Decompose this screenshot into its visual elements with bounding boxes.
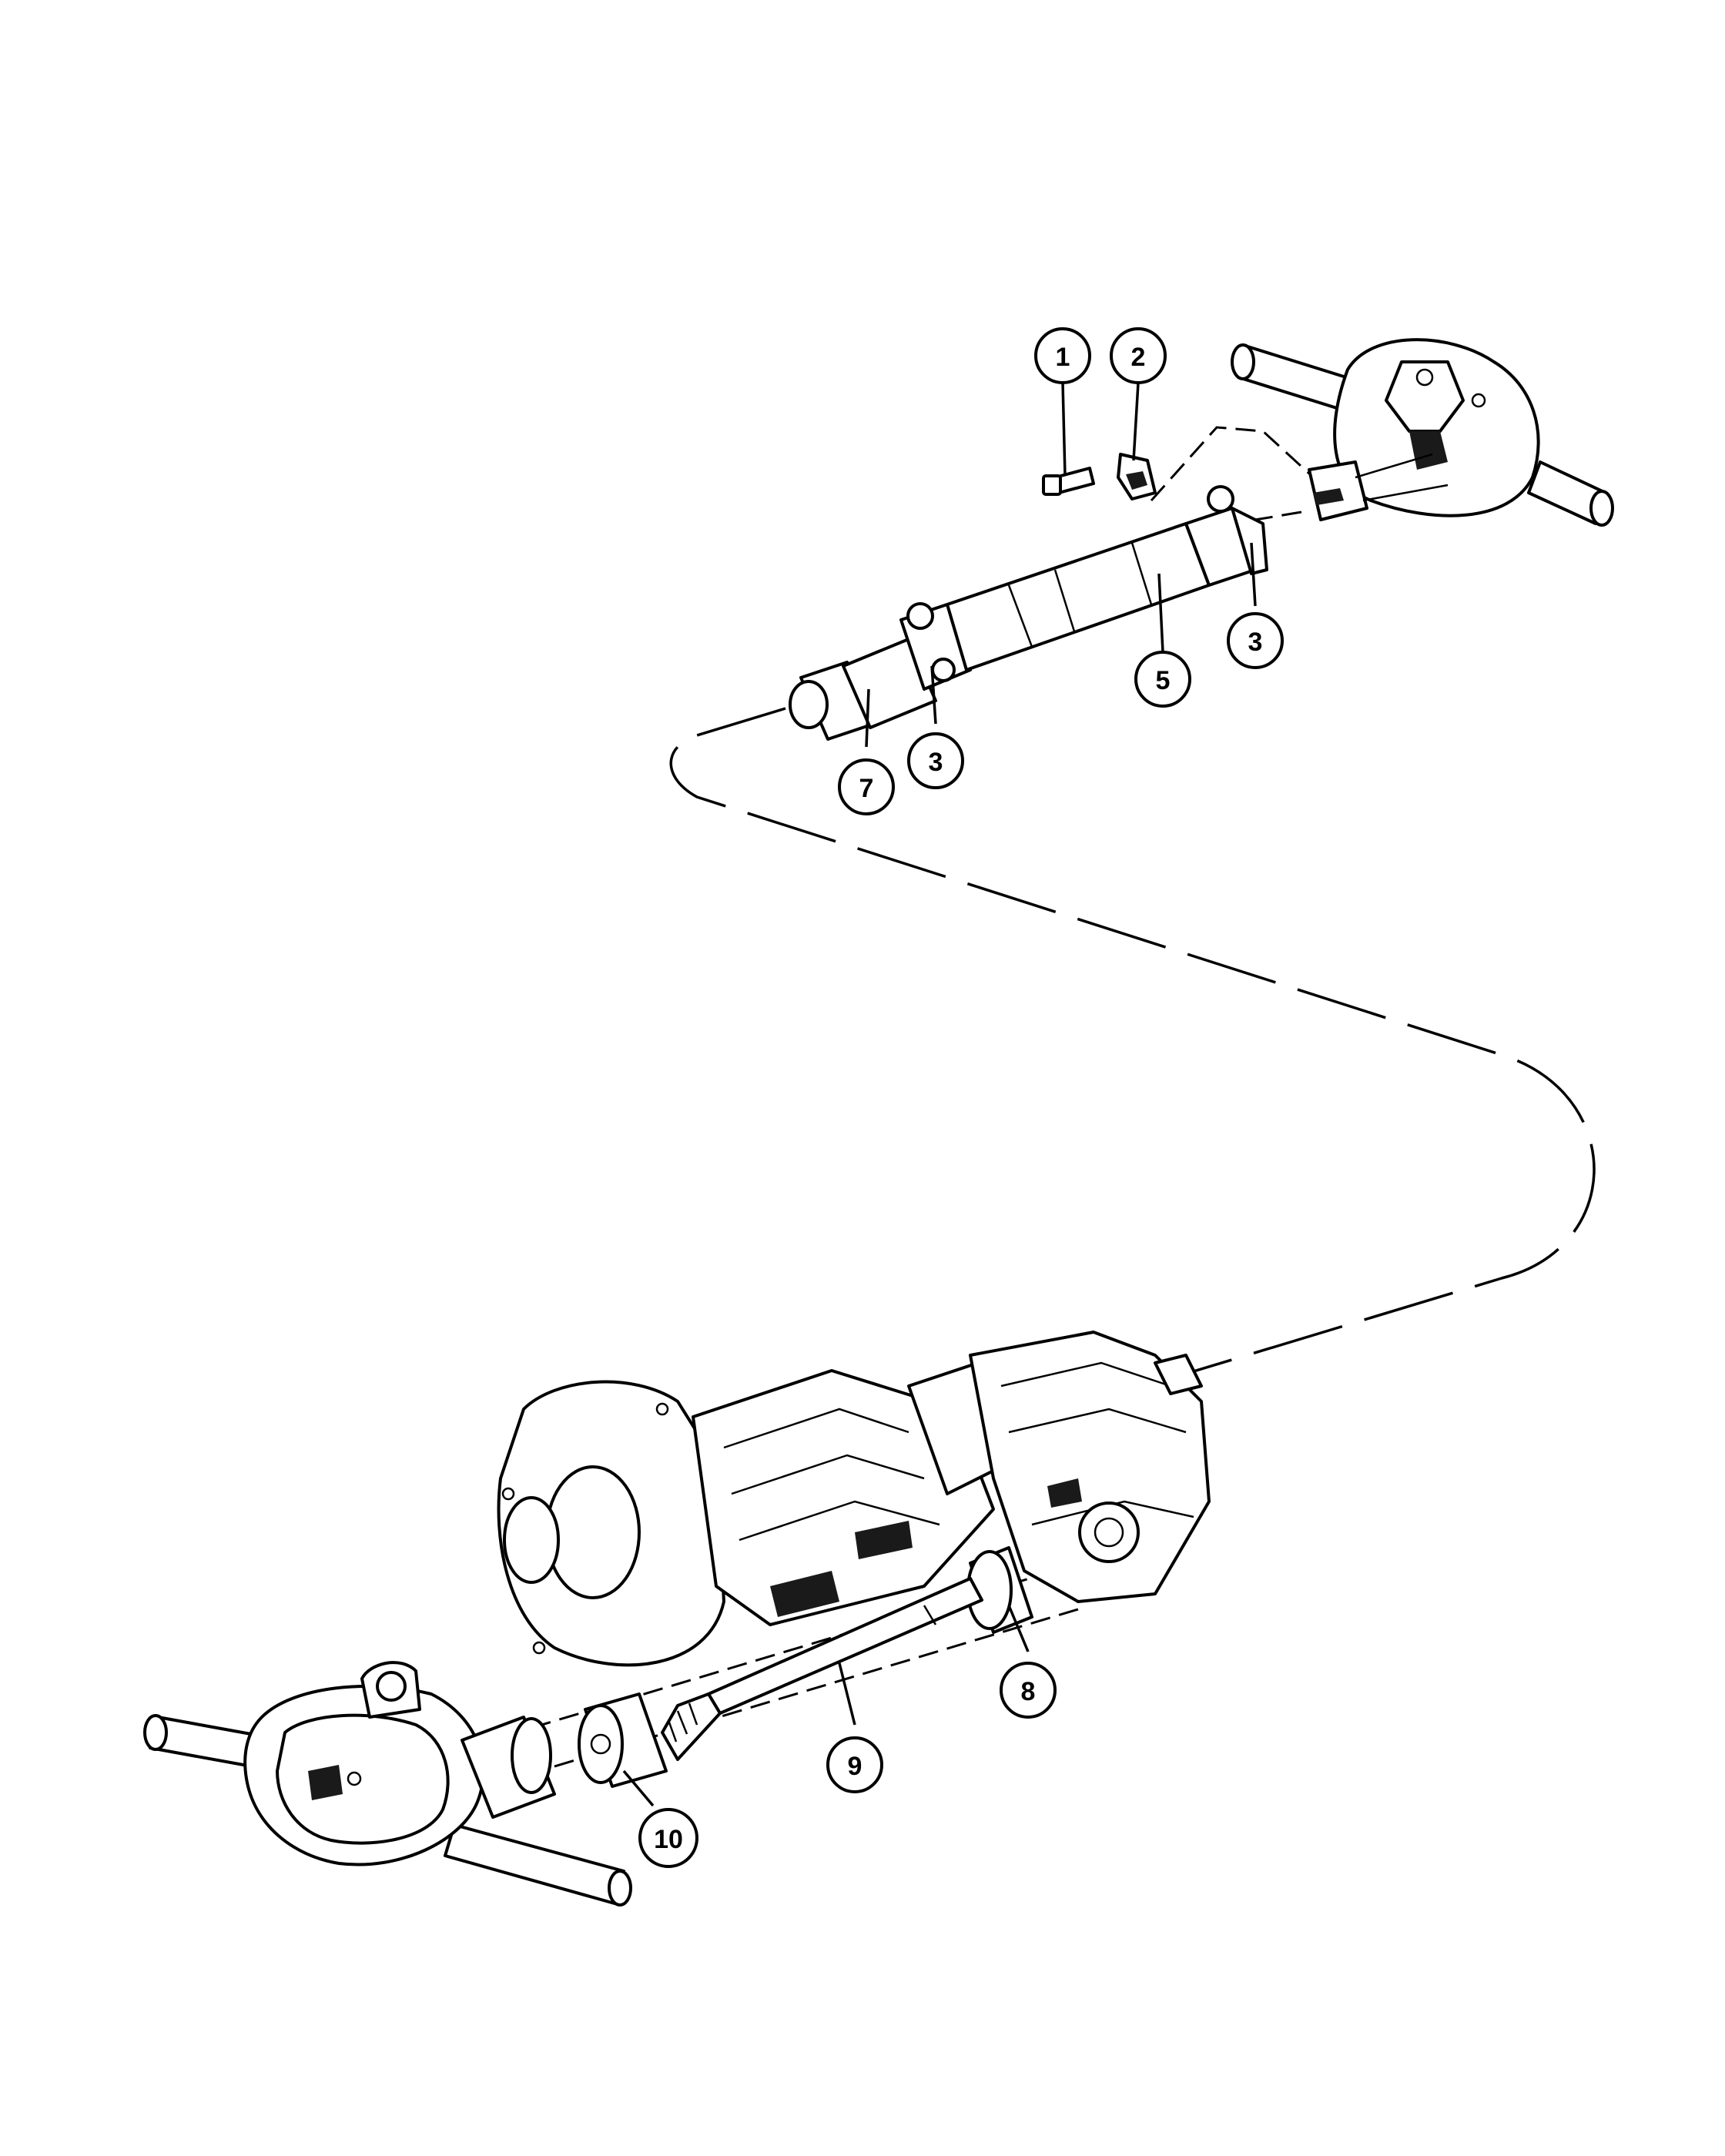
callout-8: 8 [1000,1662,1057,1719]
rear-driveshaft [789,485,1268,741]
callout-3-rear: 3 [1227,612,1284,669]
callout-1: 1 [1034,327,1091,384]
callout-9: 9 [826,1736,883,1793]
callout-8-label: 8 [1021,1677,1036,1706]
callout-2: 2 [1110,327,1167,384]
callout-7: 7 [838,758,895,815]
callout-3-front: 3 [907,732,964,789]
rear-axle [1231,338,1614,527]
callout-10: 10 [638,1808,698,1868]
callout-10-label: 10 [654,1825,683,1854]
callout-5-label: 5 [1156,666,1171,695]
callout-5: 5 [1134,651,1191,708]
bolt-part [1042,467,1095,496]
callout-3-front-label: 3 [929,748,943,777]
strap-part [1117,453,1157,500]
callout-9-label: 9 [848,1752,862,1781]
callout-7-label: 7 [859,774,874,803]
leader-lines [622,382,1257,1807]
front-driveshaft [578,1546,1033,1788]
callout-1-label: 1 [1056,343,1070,372]
callout-2-label: 2 [1131,343,1146,372]
transmission-transfer-case [497,1331,1211,1667]
front-axle [143,1661,632,1907]
callout-3-rear-label: 3 [1248,628,1263,657]
